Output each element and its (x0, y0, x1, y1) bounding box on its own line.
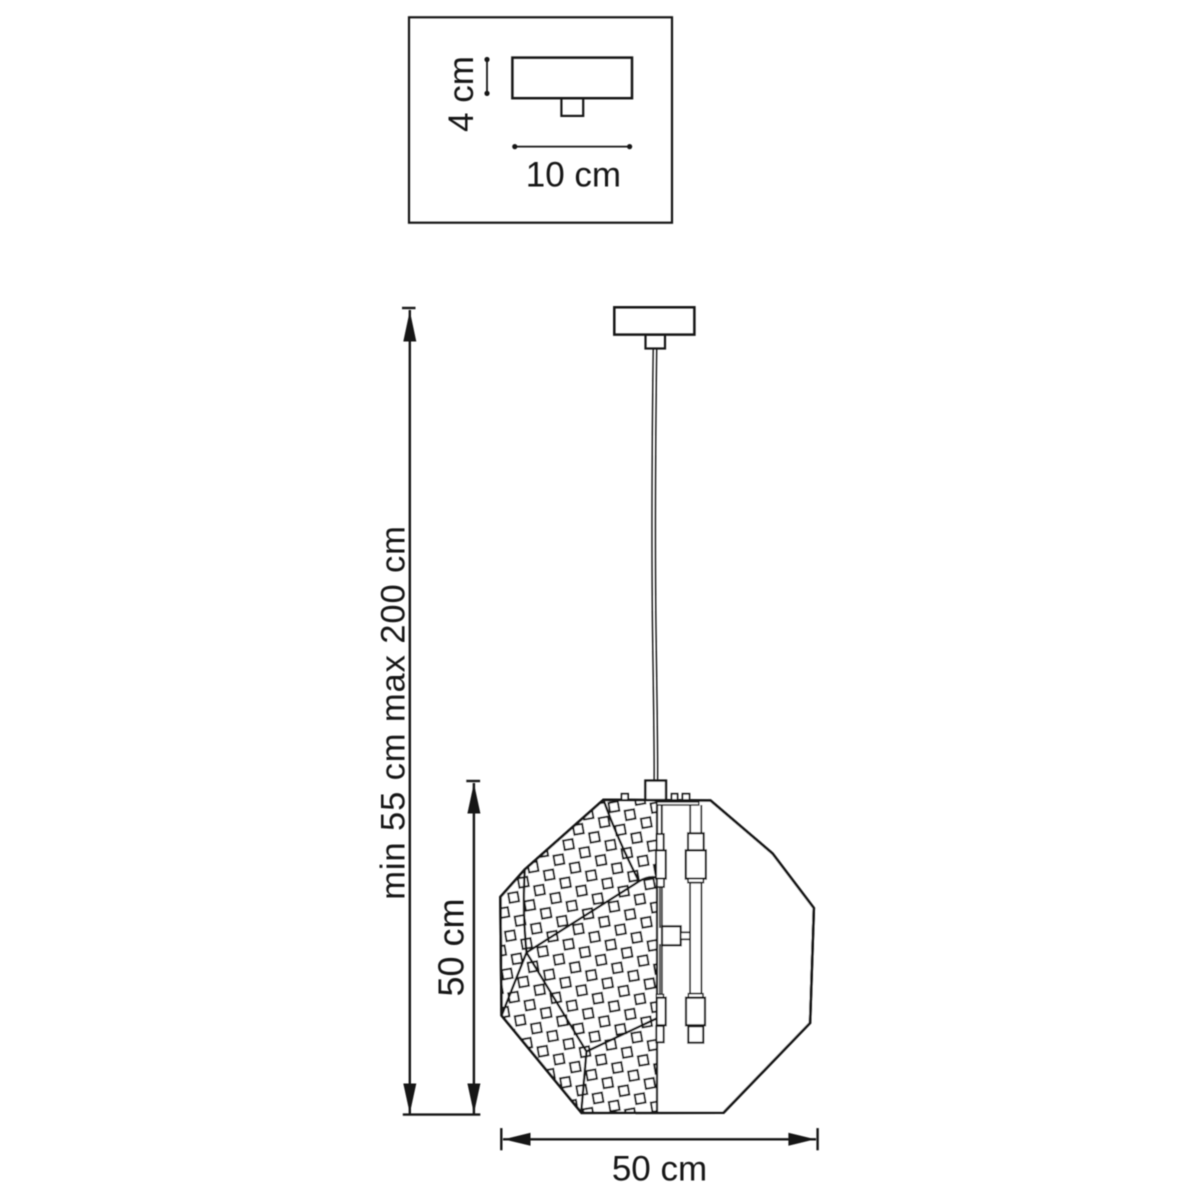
svg-text:min 55 cm max 200 cm: min 55 cm max 200 cm (375, 525, 413, 900)
svg-text:50 cm: 50 cm (431, 898, 472, 996)
svg-text:50 cm: 50 cm (612, 1150, 707, 1189)
svg-text:10 cm: 10 cm (526, 155, 621, 194)
svg-text:4 cm: 4 cm (442, 56, 481, 132)
